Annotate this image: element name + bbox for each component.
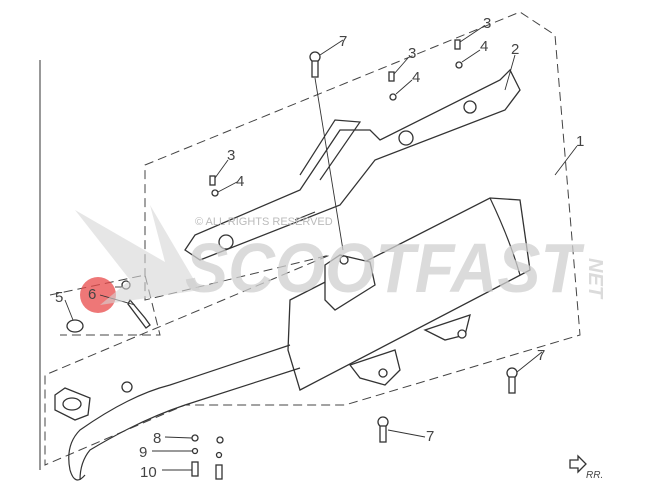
callout-8: 8 [153,430,161,447]
watermark-brand: SCOOTFAST [185,229,585,307]
hardware-set [191,434,224,480]
callout-4: 4 [480,38,488,55]
watermark-suffix: NET [584,258,606,300]
callout-3: 3 [227,147,235,164]
watermark-logo-icon [75,205,200,305]
callout-7: 7 [537,347,545,364]
highlight-marker[interactable] [80,277,116,313]
callout-1: 1 [576,133,584,150]
callout-6: 6 [88,286,96,303]
gasket-ring [66,319,84,333]
callout-4: 4 [236,173,244,190]
watermark: SCOOTFAST NET © ALL RIGHTS RESERVED [75,205,606,307]
callout-2: 2 [511,41,519,58]
callout-3: 3 [408,45,416,62]
screws [209,39,463,197]
exhaust-pipe [54,344,301,481]
callout-5: 5 [55,289,63,306]
bolt-top [309,51,321,78]
watermark-copyright: © ALL RIGHTS RESERVED [195,216,333,228]
direction-label: RR. [586,470,603,481]
bolt-bottom [377,416,389,443]
callout-3: 3 [483,15,491,32]
muffler [287,197,531,391]
callout-4: 4 [412,69,420,86]
heat-shield [184,68,521,261]
bolt-right [506,367,518,394]
callout-10: 10 [140,464,157,481]
callout-9: 9 [139,444,147,461]
direction-arrow-icon [569,454,587,474]
callout-7: 7 [339,33,347,50]
callout-7: 7 [426,428,434,445]
